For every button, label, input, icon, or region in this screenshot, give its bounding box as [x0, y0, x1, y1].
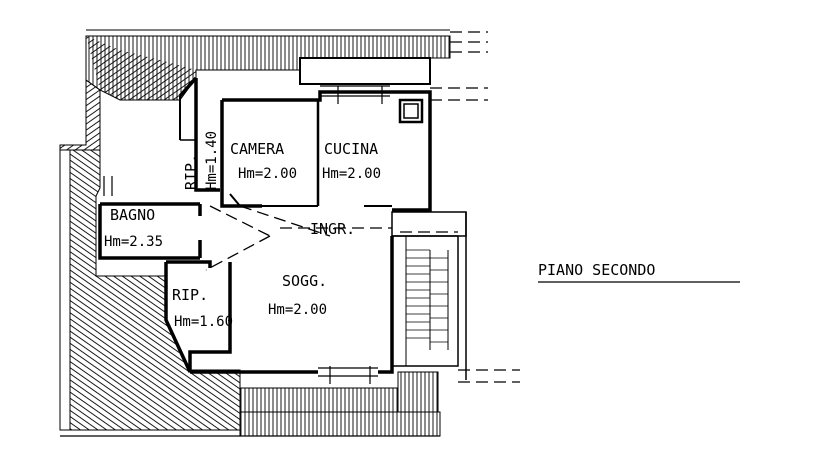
room-rip2-name: RIP.	[172, 286, 208, 304]
walls	[98, 57, 432, 374]
room-rip1-height: Hm=1.40	[204, 131, 220, 190]
roof-hatching	[59, 35, 451, 437]
room-camera-height: Hm=2.00	[238, 166, 297, 182]
room-camera-name: CAMERA	[230, 140, 284, 158]
room-bagno-height: Hm=2.35	[104, 234, 163, 250]
staircase	[391, 211, 467, 380]
room-sogg-name: SOGG.	[282, 272, 327, 290]
dashed-lines	[205, 31, 520, 383]
room-sogg-height: Hm=2.00	[268, 302, 327, 318]
drawing-title-group: PIANO SECONDO	[538, 261, 740, 283]
room-rip1-name: RIP.	[182, 154, 200, 190]
drawing-title: PIANO SECONDO	[538, 261, 655, 279]
room-cucina-name: CUCINA	[324, 140, 378, 158]
room-labels: CAMERA Hm=2.00 CUCINA Hm=2.00 BAGNO Hm=2…	[104, 131, 381, 330]
outer-outline	[60, 29, 450, 437]
room-rip2-height: Hm=1.60	[174, 314, 233, 330]
room-ingr-name: INGR.	[310, 220, 355, 238]
windows	[103, 85, 390, 384]
room-bagno-name: BAGNO	[110, 206, 155, 224]
room-cucina-height: Hm=2.00	[322, 166, 381, 182]
